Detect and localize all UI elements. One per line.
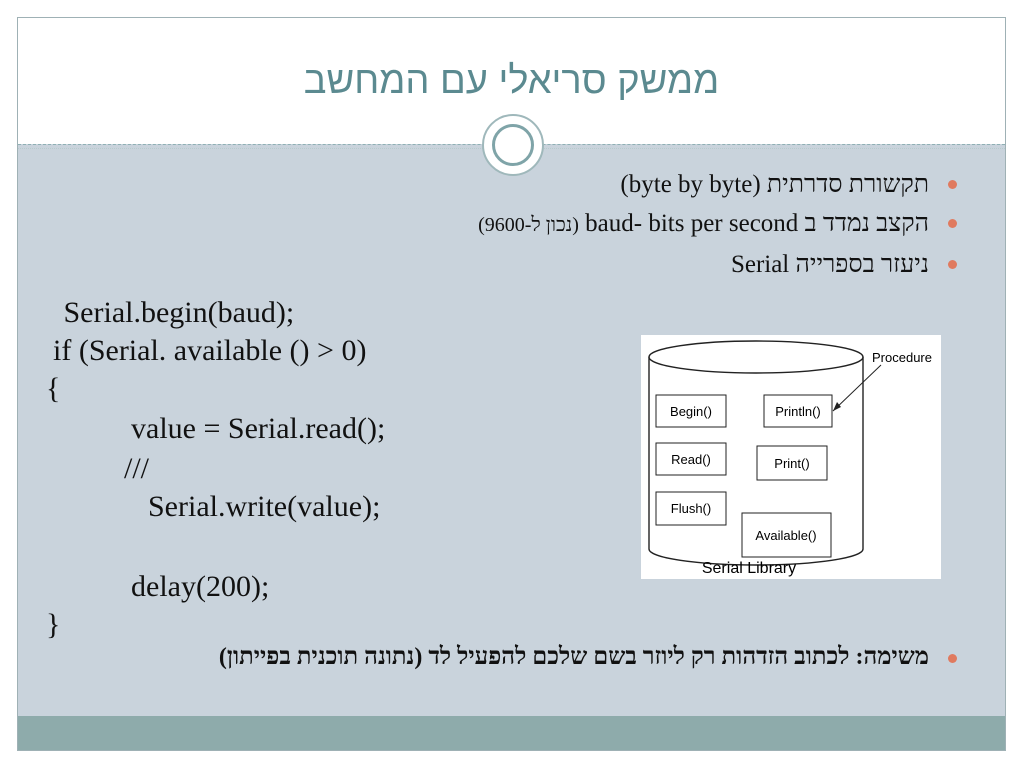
code-block: Serial.begin(baud); if (Serial. availabl… — [18, 276, 578, 641]
code-line: Serial.begin(baud); — [56, 296, 295, 329]
serial-library-diagram: Begin() Println() Read() Print() Flush()… — [641, 335, 941, 579]
bullet-list: תקשורת סדרתית (byte by byte) הקצב נמדד ב… — [478, 165, 959, 284]
fn-label: Read() — [671, 452, 711, 467]
fn-box-begin — [655, 394, 727, 428]
fn-label: Print() — [774, 456, 809, 471]
task-text: משימה: לכתוב הזדהות רק ליוזר בשם שלכם לה… — [218, 644, 929, 670]
code-line: delay(200); — [131, 570, 270, 603]
bullet-dot-icon — [948, 260, 957, 269]
diagram-caption: Serial Library — [702, 560, 796, 577]
serial-library-svg: Begin() Println() Read() Print() Flush()… — [648, 340, 932, 577]
bullet-item: הקצב נמדד ב baud- bits per second (נכון … — [478, 204, 959, 245]
bullet-text: הקצב נמדד ב baud- bits per second — [585, 210, 929, 237]
bullet-item: ניעזר בספרייה Serial — [478, 245, 959, 284]
fn-label: Begin() — [670, 404, 712, 419]
bullet-item: תקשורת סדרתית (byte by byte) — [478, 165, 959, 204]
fn-label: Available() — [755, 528, 816, 543]
arrowhead-icon — [833, 402, 841, 411]
bullet-text: תקשורת סדרתית (byte by byte) — [620, 171, 929, 198]
fn-box-println — [763, 394, 833, 428]
fn-box-flush — [655, 491, 727, 526]
code-line: } — [46, 608, 61, 641]
fn-label: Println() — [775, 404, 821, 419]
bullet-text: ניעזר בספרייה Serial — [730, 251, 929, 278]
slide-title: ממשק סריאלי עם המחשב — [303, 60, 720, 102]
bullet-dot-icon — [948, 654, 957, 663]
cylinder-top — [648, 340, 864, 374]
code-line: /// — [124, 452, 150, 485]
bullet-dot-icon — [948, 219, 957, 228]
code-line: Serial.write(value); — [148, 490, 381, 523]
footer-bar — [18, 716, 1005, 750]
code-line: { — [46, 372, 61, 405]
circle-ornament-inner — [492, 124, 534, 166]
callout-label: Procedure — [872, 350, 932, 365]
bullet-dot-icon — [948, 180, 957, 189]
fn-box-print — [756, 445, 828, 481]
code-line: value = Serial.read(); — [131, 412, 386, 445]
bullet-note: (נכון ל-9600) — [478, 214, 579, 236]
fn-label: Flush() — [671, 501, 711, 516]
callout-line — [832, 364, 882, 412]
fn-box-available — [741, 512, 832, 558]
task-bullet: משימה: לכתוב הזדהות רק ליוזר בשם שלכם לה… — [99, 640, 959, 674]
fn-box-read — [655, 442, 727, 476]
circle-ornament-icon — [482, 114, 544, 176]
code-line: if (Serial. available () > 0) — [53, 334, 367, 367]
slide: ממשק סריאלי עם המחשב תקשורת סדרתית (byte… — [17, 17, 1006, 751]
